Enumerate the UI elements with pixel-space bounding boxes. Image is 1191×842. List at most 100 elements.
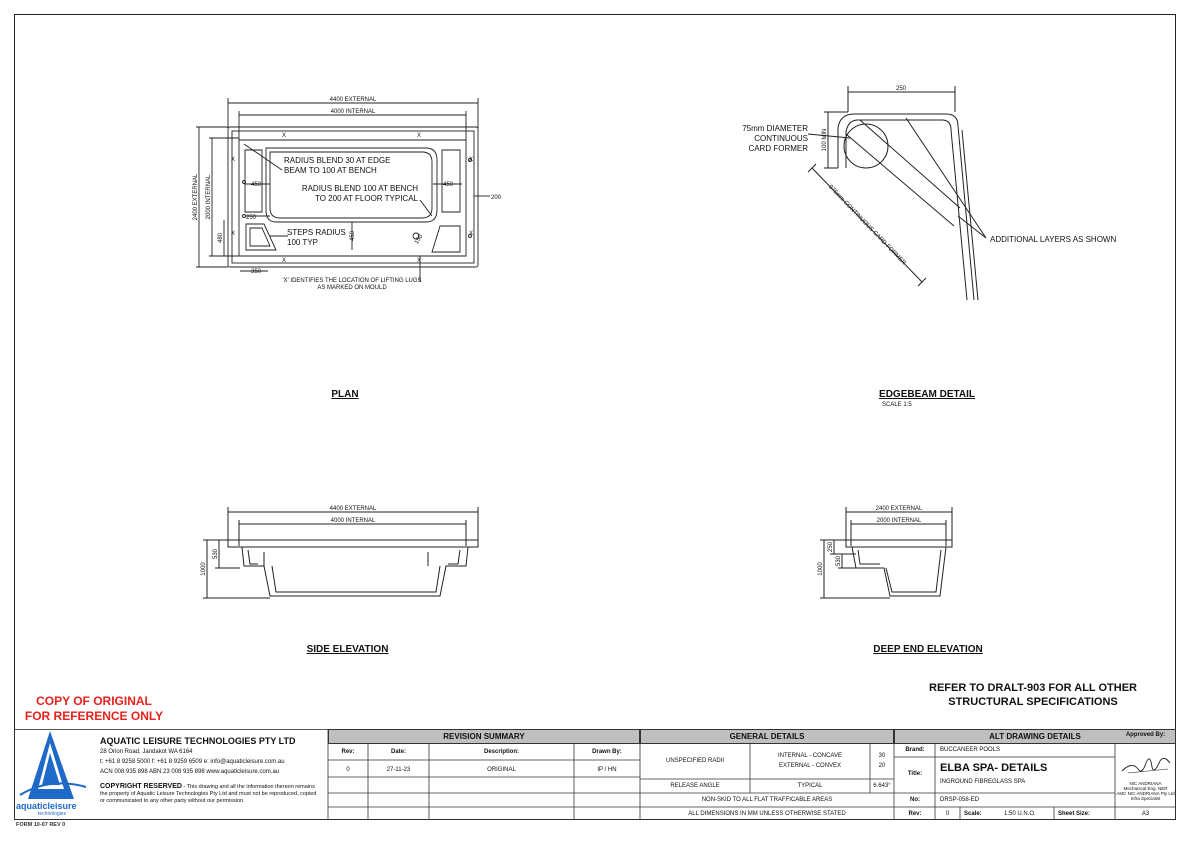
deep-dim-depth-b: 530 xyxy=(836,555,842,566)
copyright-notice: COPYRIGHT RESERVED - This drawing and al… xyxy=(100,783,322,805)
copyright-text: - This drawing and all the information t… xyxy=(100,784,317,804)
edgebeam-diameter-line-3: CARD FORMER xyxy=(748,144,808,153)
company-numbers: ACN 008 935 898 ABN 23 008 935 898 www.a… xyxy=(100,769,280,775)
edgebeam-diameter-note: 75mm DIAMETER CONTINUOUS CARD FORMER xyxy=(738,124,808,154)
lug-mark: X xyxy=(231,231,235,237)
revision-row-description: ORIGINAL xyxy=(487,767,516,773)
lug-mark: X xyxy=(469,157,473,163)
deep-end-elevation-title: DEEP END ELEVATION xyxy=(873,644,983,655)
edgebeam-diameter-line-1: 75mm DIAMETER xyxy=(742,124,808,133)
revision-row-drawn-by: IP / HN xyxy=(597,767,617,773)
general-typical: TYPICAL xyxy=(797,783,823,789)
edgebeam-height-dim: 100 MIN xyxy=(822,129,828,152)
general-internal-concave: INTERNAL - CONCAVE xyxy=(777,753,842,759)
refer-note-line-1: REFER TO DRALT-903 FOR ALL OTHER xyxy=(929,682,1137,694)
company-address: 28 Orion Road, Jandakot WA 6164 xyxy=(100,749,193,755)
lug-mark: X xyxy=(469,231,473,237)
general-external-convex: EXTERNAL - CONVEX xyxy=(778,763,842,769)
refer-note: REFER TO DRALT-903 FOR ALL OTHER STRUCTU… xyxy=(928,681,1138,709)
approver-line-1: NIC ANDRIANA xyxy=(1129,781,1162,786)
alt-rev-label: Rev: xyxy=(908,811,922,817)
edgebeam-layers-note: ADDITIONAL LAYERS AS SHOWN xyxy=(990,235,1117,244)
revision-col-drawn-by: Drawn By: xyxy=(592,749,622,755)
logo-word-technologies: technologies xyxy=(38,811,67,817)
revision-header: REVISION SUMMARY xyxy=(328,729,640,744)
lug-mark: X xyxy=(417,258,421,264)
form-reference: FORM 10-07 REV 0 xyxy=(16,822,66,828)
lug-mark: X xyxy=(282,258,286,264)
general-angle: 6.643° xyxy=(873,783,891,789)
approver-details: NIC ANDRIANA Mechanical Eng. NER AMC NIC… xyxy=(1115,781,1176,801)
note-lifting-lugs: 'X' IDENTIFIES THE LOCATION OF LIFTING L… xyxy=(282,278,422,291)
plan-dim-250: 250 xyxy=(246,215,257,221)
plan-dim-480: 480 xyxy=(218,232,224,243)
copy-notice-line-2: FOR REFERENCE ONLY xyxy=(24,709,164,723)
general-dimensions-note: ALL DIMENSIONS IN MM UNLESS OTHERWISE ST… xyxy=(688,811,846,817)
plan-dim-external: 4400 EXTERNAL xyxy=(330,97,377,103)
plan-dim-internal-width: 2000 INTERNAL xyxy=(206,174,212,219)
copy-notice-line-1: COPY OF ORIGINAL xyxy=(36,694,152,708)
logo-word-aquatic: aquatic xyxy=(16,801,48,811)
approver-line-4: Infra Specialist xyxy=(1130,796,1161,801)
approval-signature xyxy=(1121,758,1171,774)
alt-no-label: No: xyxy=(910,797,920,803)
edgebeam-diameter-line-2: CONTINUOUS xyxy=(754,134,808,143)
note-radius-blend-edge: RADIUS BLEND 30 AT EDGE BEAM TO 100 AT B… xyxy=(284,156,391,175)
copyright-title: COPYRIGHT RESERVED xyxy=(100,783,182,790)
plan-dim-450: 450 xyxy=(350,230,356,241)
revision-col-description: Description: xyxy=(483,749,519,755)
revision-row-rev: 0 xyxy=(346,767,350,773)
alt-sheet-value: A3 xyxy=(1141,811,1150,817)
note-radius-blend-bench: RADIUS BLEND 100 AT BENCH TO 200 AT FLOO… xyxy=(301,184,418,203)
logo-word-leisure: leisure xyxy=(47,801,77,811)
edgebeam-width-dim: 250 xyxy=(896,86,907,92)
side-dim-depth-bench: 530 xyxy=(213,548,219,559)
revision-row-date: 27-11-23 xyxy=(386,767,411,773)
company-name: AQUATIC LEISURE TECHNOLOGIES PTY LTD xyxy=(100,736,296,746)
general-val-30: 30 xyxy=(878,753,886,759)
plan-title: PLAN xyxy=(331,389,359,400)
company-logo-mark xyxy=(19,731,87,799)
edgebeam-card-former: 975mm CONTINUOUS CARD FORMER xyxy=(827,184,907,267)
approver-line-2: Mechanical Eng. NER xyxy=(1123,786,1168,791)
copy-notice: COPY OF ORIGINAL FOR REFERENCE ONLY xyxy=(14,694,174,724)
side-elevation-title: SIDE ELEVATION xyxy=(306,644,389,655)
alt-title-value: ELBA SPA- DETAILS xyxy=(940,762,1048,774)
approver-line-3: AMC NIC ANDRIANA Pty Ltd xyxy=(1116,791,1175,796)
plan-dim-350: 350 xyxy=(251,269,262,275)
alt-no-value: DRSP-058-ED xyxy=(940,797,980,803)
alt-rev-value: 0 xyxy=(945,811,950,817)
edgebeam-title: EDGEBEAM DETAIL xyxy=(879,389,975,400)
plan-dim-200: 200 xyxy=(491,195,502,201)
plan-dim-bench-left: 450 xyxy=(251,182,262,188)
refer-note-line-2: STRUCTURAL SPECIFICATIONS xyxy=(948,696,1118,708)
company-logo-wordmark: aquaticleisure xyxy=(16,801,77,811)
alt-subtitle: INGROUND FIBREGLASS SPA xyxy=(940,779,1026,785)
revision-col-date: Date: xyxy=(390,749,406,755)
alt-sheet-label: Sheet Size: xyxy=(1058,811,1091,817)
lug-mark: X xyxy=(417,133,421,139)
deep-end-elevation-drawing: 2400 EXTERNAL 2000 INTERNAL 1000 250 530 xyxy=(818,506,953,599)
alt-header: ALT DRAWING DETAILS xyxy=(894,729,1176,744)
deep-dim-depth-total: 1000 xyxy=(818,562,824,576)
side-dim-depth-total: 1000 xyxy=(201,562,207,576)
general-nonskid: NON-SKID TO ALL FLAT TRAFFICABLE AREAS xyxy=(701,797,833,803)
plan-dim-external-width: 2400 EXTERNAL xyxy=(193,173,199,220)
deep-dim-depth-a: 250 xyxy=(828,541,834,552)
plan-dim-bench-right: 450 xyxy=(443,182,454,188)
alt-title-label: Title: xyxy=(907,771,923,777)
general-release-angle: RELEASE ANGLE xyxy=(670,783,720,789)
alt-brand-value: BUCCANEER POOLS xyxy=(940,747,1001,753)
deep-dim-external: 2400 EXTERNAL xyxy=(876,506,923,512)
deep-dim-internal: 2000 INTERNAL xyxy=(877,518,922,524)
plan-dim-150: 150 xyxy=(414,233,425,245)
plan-dim-internal: 4000 INTERNAL xyxy=(331,109,376,115)
general-header: GENERAL DETAILS xyxy=(640,729,894,744)
general-unspecified-radii: UNSPECIFIED RADII xyxy=(665,758,724,764)
revision-col-rev: Rev: xyxy=(341,749,355,755)
side-elevation-drawing: 4400 EXTERNAL 4000 INTERNAL 1000 530 xyxy=(201,506,479,599)
alt-scale-label: Scale: xyxy=(964,811,982,817)
alt-scale-value: 1:50 U.N.O. xyxy=(1004,811,1036,817)
company-contact: t: +61 8 9258 5000 f: +61 8 9259 6509 e:… xyxy=(100,759,285,765)
alt-brand-label: Brand: xyxy=(905,747,925,753)
